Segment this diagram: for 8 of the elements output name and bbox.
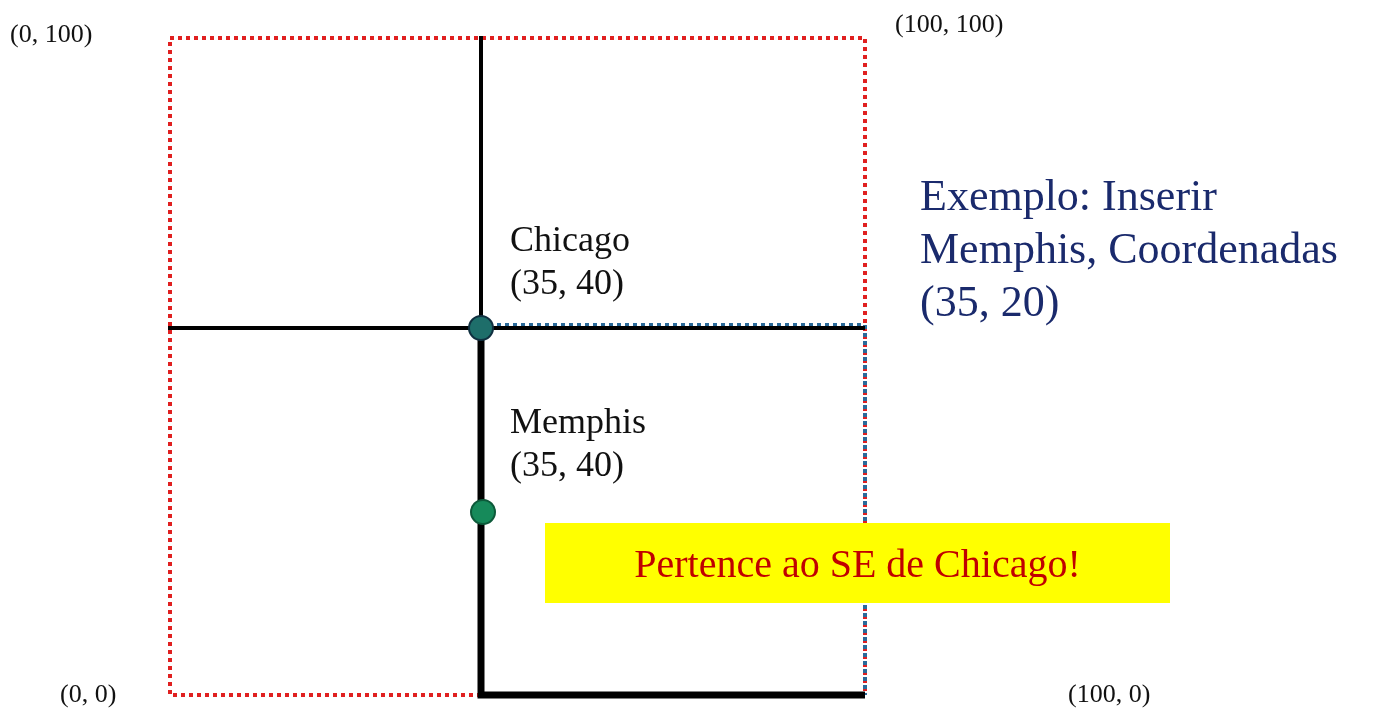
highlight-note: Pertence ao SE de Chicago! bbox=[545, 523, 1170, 603]
point-label: Memphis (35, 40) bbox=[510, 400, 647, 487]
coordinate-label: (0, 0) bbox=[60, 678, 118, 710]
coordinate-label: (100, 100) bbox=[895, 8, 1005, 40]
example-note: Exemplo: Inserir Memphis, Coordenadas (35, 20) bbox=[920, 170, 1339, 328]
coordinate-label: (0, 100) bbox=[10, 18, 94, 50]
coordinate-label: (100, 0) bbox=[1068, 678, 1152, 710]
point-label: Chicago (35, 40) bbox=[510, 218, 631, 305]
